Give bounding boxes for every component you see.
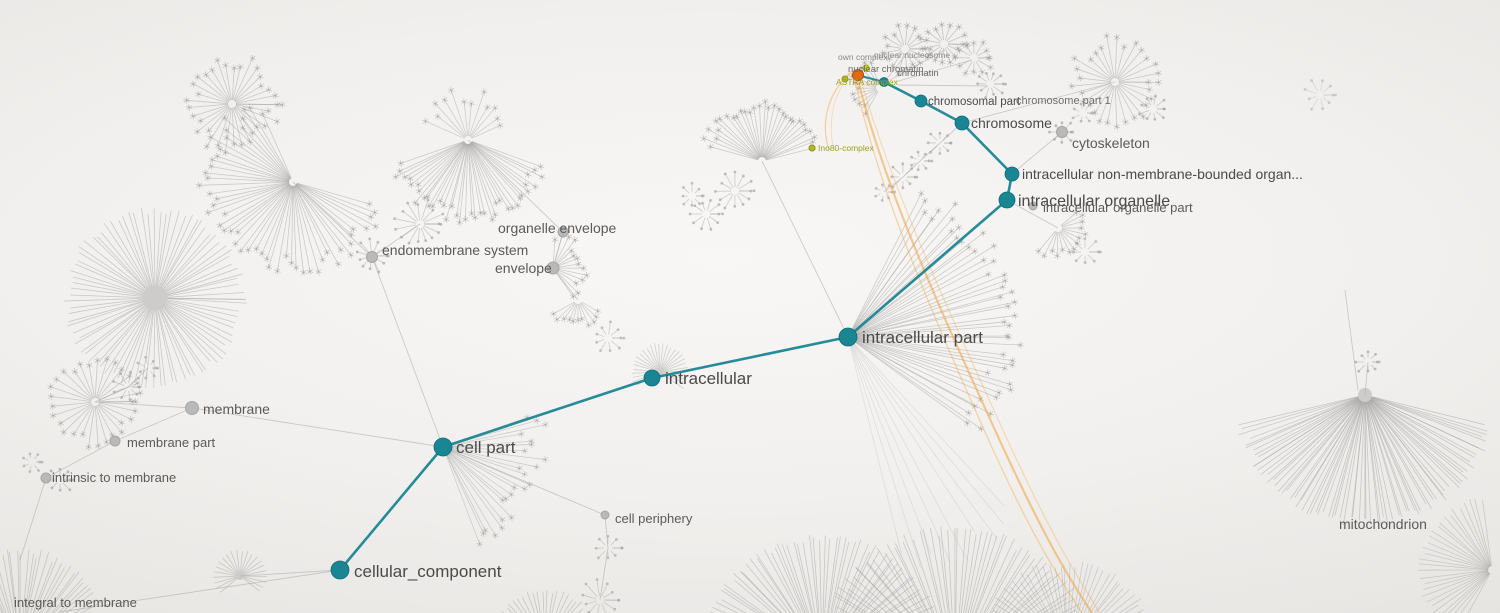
fan-cluster [700, 98, 818, 161]
node-intracellular[interactable] [643, 369, 661, 387]
nucleosome-node[interactable] [852, 69, 864, 81]
label-endomembrane-system[interactable]: endomembrane system [382, 242, 528, 258]
fan-cluster [136, 355, 160, 380]
fan-cluster [879, 21, 934, 77]
label-cytoskeleton[interactable]: cytoskeleton [1072, 135, 1150, 151]
fan-cluster [501, 590, 590, 613]
fan-cluster [213, 550, 267, 593]
special-nodes [40, 64, 1068, 520]
fan-cluster [976, 72, 1007, 100]
fan-cluster [63, 208, 247, 388]
label-mitochondrion[interactable]: mitochondrion [1339, 516, 1427, 532]
endomembrane-system-node[interactable] [366, 251, 378, 263]
fan-cluster [355, 237, 390, 274]
fan-cluster [992, 561, 1145, 613]
fan-cluster [1035, 209, 1089, 260]
node-label-chromosome[interactable]: chromosome [971, 115, 1052, 131]
label-envelope[interactable]: envelope [495, 260, 552, 276]
fan-cluster [550, 301, 602, 329]
label-own-complex[interactable]: own complex [838, 52, 888, 62]
label-nuclear-nucleosome[interactable]: nuclear nucleosome [874, 50, 950, 60]
label-integral-to-membrane[interactable]: integral to membrane [14, 595, 137, 610]
fan-cluster [713, 170, 756, 210]
fan-cluster [951, 39, 994, 77]
envelope-node[interactable] [546, 261, 560, 275]
cell-periphery-node[interactable] [600, 510, 610, 520]
label-cell-periphery[interactable]: cell periphery [615, 511, 693, 526]
label-chromatin[interactable]: chromatin [897, 68, 939, 79]
fan-cluster [681, 181, 705, 207]
fan-cluster [917, 21, 971, 66]
fan-cluster [829, 526, 1081, 613]
membrane-part-node[interactable] [109, 435, 121, 447]
fan-cluster [910, 150, 934, 172]
fan-cluster [112, 370, 141, 401]
label-intracellular-organelle-part[interactable]: intracellular organelle part [1043, 200, 1193, 215]
fan-cluster [594, 534, 624, 560]
cytoskeleton-node[interactable] [1056, 126, 1068, 138]
label-ino80-complex[interactable]: Ino80-complex [818, 143, 875, 153]
teal-path-nodes [330, 77, 1020, 580]
fan-cluster [1071, 102, 1096, 123]
fan-cluster [1137, 94, 1166, 121]
label-astra-complex[interactable]: ASTRA complex [836, 77, 899, 87]
node-intracellular_organelle[interactable] [998, 191, 1016, 209]
fan-cluster [1417, 498, 1492, 613]
node-non_membrane_bounded[interactable] [1004, 166, 1020, 182]
node-cell_part[interactable] [433, 437, 453, 457]
node-chromosome[interactable] [954, 115, 970, 131]
label-nuclear-chromatin[interactable]: nuclear chromatin [848, 64, 924, 75]
fan-cluster [581, 578, 621, 613]
gray-edges [19, 49, 1369, 613]
intrinsic-to-membrane-node[interactable] [40, 472, 52, 484]
node-chromosomal_part[interactable] [914, 94, 928, 108]
label-membrane[interactable]: membrane [203, 401, 270, 417]
node-label-intracellular_organelle[interactable]: intracellular organelle [1018, 193, 1170, 210]
fan-cluster [0, 549, 106, 613]
fan-cluster [595, 320, 626, 353]
ino80-complex-node[interactable] [808, 144, 816, 152]
fan-cluster [45, 467, 75, 492]
node-intracellular_part[interactable] [838, 327, 858, 347]
fan-clusters [0, 21, 1492, 613]
label-chromosome-part-1[interactable]: chromosome part 1 [1016, 95, 1111, 107]
term-labels: organelle envelope endomembrane system env… [14, 50, 1427, 610]
node-chromatin_node[interactable] [879, 77, 889, 87]
node-labels: cellular_component cell part intracellular… [354, 96, 1303, 581]
label-membrane-part[interactable]: membrane part [127, 435, 216, 450]
fan-cluster [1238, 388, 1488, 525]
fan-cluster [1072, 237, 1102, 265]
fan-cluster [393, 198, 445, 245]
fan-cluster [849, 190, 1024, 433]
fan-cluster [688, 198, 725, 231]
fan-cluster [195, 104, 380, 276]
label-organelle-envelope[interactable]: organelle envelope [498, 220, 617, 236]
node-cellular_component[interactable] [330, 560, 350, 580]
node-label-cellular_component[interactable]: cellular_component [354, 562, 502, 581]
fan-cluster [444, 414, 549, 548]
teal-path-edges [339, 75, 1014, 571]
membrane-node[interactable] [185, 401, 199, 415]
fan-cluster [183, 54, 286, 157]
fan-cluster [848, 339, 1005, 568]
fan-cluster [392, 140, 546, 226]
nuclear-nucleosome-node[interactable] [862, 64, 870, 72]
fan-cluster [710, 535, 935, 613]
fan-cluster [1068, 32, 1162, 131]
organelle-envelope-node[interactable] [557, 226, 569, 238]
fan-cluster [1303, 79, 1337, 111]
node-label-non_membrane_bounded[interactable]: intracellular non-membrane-bounded organ… [1022, 166, 1303, 182]
node-label-cell_part[interactable]: cell part [456, 438, 516, 457]
node-label-intracellular[interactable]: intracellular [665, 369, 752, 388]
node-label-intracellular_part[interactable]: intracellular part [862, 328, 983, 347]
label-intrinsic-to-membrane[interactable]: intrinsic to membrane [52, 470, 176, 485]
intracellular-organelle-part-node[interactable] [1028, 201, 1038, 211]
fan-cluster [22, 452, 44, 474]
fan-cluster [422, 86, 504, 139]
orange-path-edges [824, 70, 1101, 613]
node-label-chromosomal_part[interactable]: chromosomal part [928, 96, 1021, 108]
astra-complex-node[interactable] [841, 75, 849, 83]
